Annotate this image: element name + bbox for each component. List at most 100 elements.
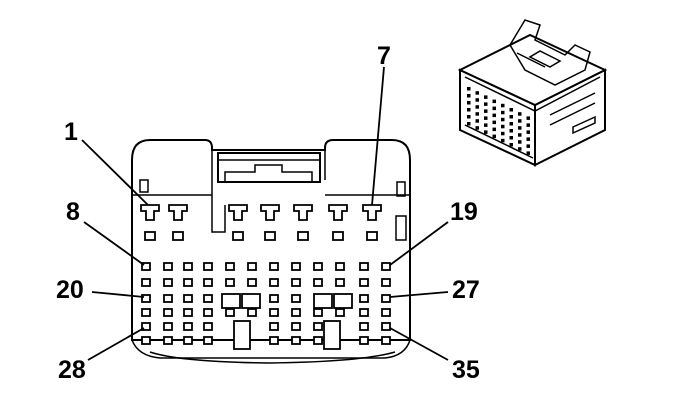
small-cavity	[291, 322, 301, 331]
small-cavity	[359, 308, 369, 317]
small-cavity	[313, 262, 323, 271]
small-cavity	[381, 294, 391, 303]
small-cavity	[335, 308, 345, 317]
small-cavity	[291, 308, 301, 317]
small-cavity	[141, 294, 151, 303]
small-cavity	[269, 294, 279, 303]
small-cavity	[203, 322, 213, 331]
small-cavity	[313, 336, 323, 345]
center-block	[313, 293, 333, 309]
small-cavity	[163, 308, 173, 317]
pin-label-19: 19	[450, 198, 478, 226]
iso-cavity	[501, 124, 505, 129]
small-cavity	[203, 336, 213, 345]
iso-cavity	[484, 109, 488, 113]
iso-cavity	[501, 110, 505, 115]
iso-cavity	[467, 108, 471, 112]
terminal-cavity	[332, 231, 344, 241]
small-cavity	[359, 322, 369, 331]
leader-line-28	[87, 327, 145, 361]
small-cavity	[381, 262, 391, 271]
small-cavity	[291, 262, 301, 271]
terminal-cavity	[144, 231, 156, 241]
large-terminal	[328, 204, 348, 221]
small-cavity	[163, 322, 173, 331]
small-cavity	[291, 336, 301, 345]
small-cavity	[141, 308, 151, 317]
leader-line-35	[389, 327, 449, 361]
center-block	[241, 293, 261, 309]
iso-cavity	[518, 140, 522, 144]
large-terminal	[293, 204, 313, 221]
connector-latch	[217, 152, 321, 183]
connector-left-shoulder	[132, 150, 226, 233]
iso-latch	[509, 19, 591, 86]
small-cavity	[203, 308, 213, 317]
terminal-cavity	[172, 231, 184, 241]
large-terminal	[362, 204, 382, 221]
small-cavity	[269, 278, 279, 287]
connector-isometric-icon	[457, 19, 608, 167]
iso-cavity	[475, 112, 479, 116]
small-cavity	[381, 308, 391, 317]
small-cavity	[359, 262, 369, 271]
small-cavity	[141, 278, 151, 287]
large-terminal	[168, 204, 188, 221]
leader-line-19	[389, 221, 449, 266]
small-cavity	[183, 294, 193, 303]
connector-bottom-rim	[131, 339, 411, 359]
iso-cavity	[526, 137, 530, 141]
iso-cavity	[518, 119, 522, 123]
small-cavity	[335, 278, 345, 287]
iso-front-rim	[464, 76, 601, 159]
iso-cavity	[484, 123, 488, 127]
small-cavity	[163, 294, 173, 303]
small-cavity	[141, 262, 151, 271]
center-block	[333, 293, 353, 309]
iso-cavity	[475, 126, 479, 130]
small-cavity	[269, 336, 279, 345]
leader-line-27	[389, 291, 449, 298]
leader-line-8	[83, 221, 145, 266]
iso-cavity	[484, 95, 488, 99]
iso-cavity	[518, 147, 522, 151]
iso-cavity	[509, 143, 513, 147]
small-cavity	[247, 262, 257, 271]
center-slot	[323, 320, 341, 350]
terminal-cavity	[232, 231, 244, 241]
connector-face-icon	[131, 139, 411, 364]
pin-label-28: 28	[58, 356, 86, 384]
terminal-cavity	[264, 231, 276, 241]
connector-right-lock-window	[395, 215, 407, 241]
pin-label-27: 27	[452, 276, 480, 304]
small-cavity	[359, 278, 369, 287]
small-cavity	[141, 336, 151, 345]
pin-label-8: 8	[66, 198, 80, 226]
small-cavity	[291, 278, 301, 287]
leader-line-7	[371, 66, 385, 206]
small-cavity	[381, 336, 391, 345]
small-cavity	[183, 322, 193, 331]
large-terminal	[260, 204, 280, 221]
iso-cavity	[475, 105, 479, 109]
iso-latch-inner	[516, 50, 562, 68]
small-cavity	[203, 278, 213, 287]
iso-cavity	[501, 103, 505, 108]
leader-lines	[81, 66, 449, 361]
large-terminal	[140, 204, 160, 221]
small-cavity	[163, 262, 173, 271]
iso-cavity	[492, 99, 496, 104]
iso-cavity	[509, 115, 513, 119]
small-cavity	[359, 294, 369, 303]
iso-cavity	[492, 113, 496, 118]
small-cavity	[313, 308, 323, 317]
iso-cavity	[509, 136, 513, 140]
pin-labels: 1 7 8 19 20 27 28 35	[56, 42, 480, 384]
small-cavity	[269, 262, 279, 271]
small-cavity	[225, 278, 235, 287]
large-terminal	[228, 204, 248, 221]
iso-body-top	[457, 33, 608, 107]
pin-label-1: 1	[64, 118, 78, 146]
iso-cavity	[492, 106, 496, 111]
iso-cavity	[475, 119, 479, 123]
